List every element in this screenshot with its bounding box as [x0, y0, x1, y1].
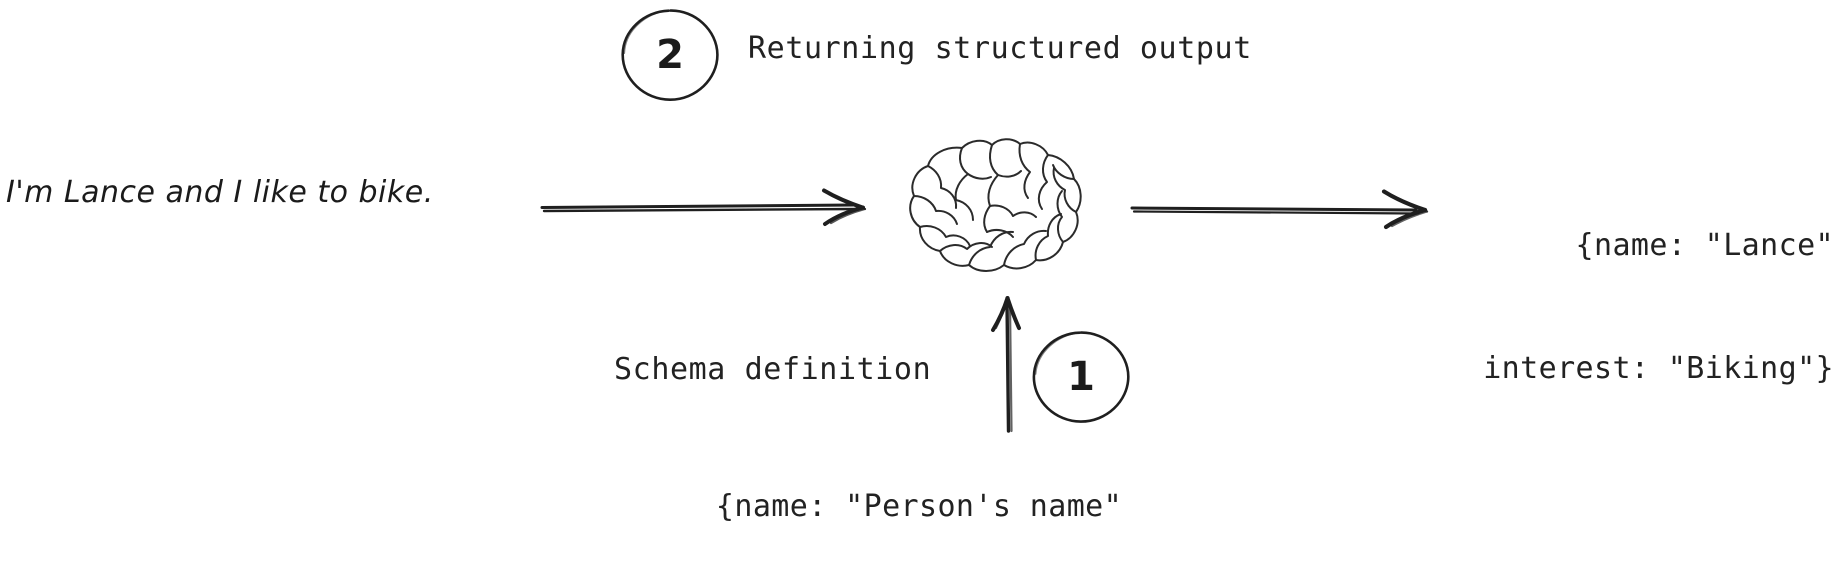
schema-line-1: {name: "Person's name" — [715, 489, 1123, 524]
brain-sketch-icon — [909, 138, 1082, 272]
hand-drawn-circle-icon — [621, 9, 719, 102]
step-badge-2: 2 — [620, 8, 720, 102]
step-badge-1: 1 — [1031, 330, 1131, 424]
arrow-up-icon — [991, 296, 1021, 433]
arrow-right-icon — [1130, 189, 1429, 230]
step-badge-2-number: 2 — [656, 32, 684, 78]
schema-definition-text: {name: "Person's name" interest: "Person… — [0, 404, 1838, 566]
arrow-model-to-output — [1126, 180, 1436, 238]
step-2-label: Returning structured output — [748, 31, 1252, 66]
output-line-1: {name: "Lance" — [1575, 228, 1834, 263]
arrow-schema-to-model — [978, 286, 1038, 436]
output-line-2: interest: "Biking"} — [1483, 351, 1834, 386]
schema-definition-label: Schema definition — [614, 352, 932, 387]
step-badge-1-number: 1 — [1067, 354, 1095, 400]
user-input-text: I'm Lance and I like to bike. — [6, 175, 434, 210]
arrow-right-icon — [540, 188, 867, 226]
arrow-input-to-model — [536, 178, 876, 236]
brain-icon — [902, 132, 1087, 282]
structured-output-text: {name: "Lance" interest: "Biking"} — [1483, 143, 1834, 471]
hand-drawn-circle-icon — [1032, 331, 1130, 423]
